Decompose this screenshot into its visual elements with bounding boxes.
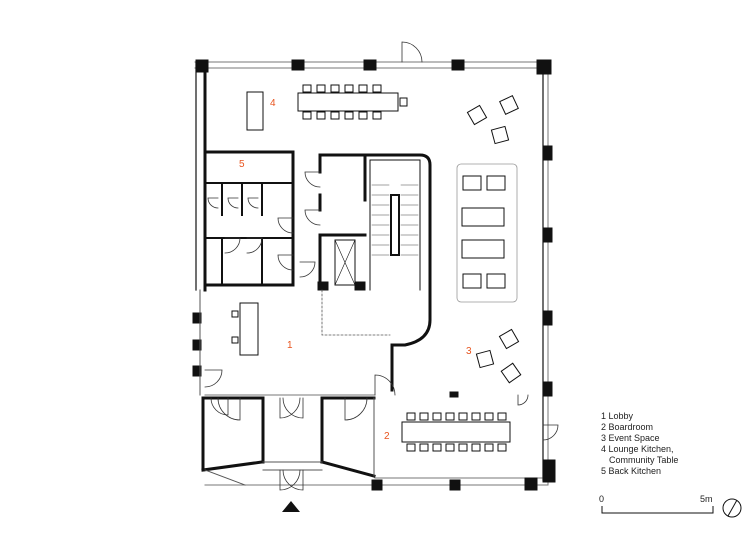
- room-label-boardroom: 2: [384, 431, 390, 442]
- scale-end-label: 5m: [700, 494, 713, 504]
- scale-bar: [601, 506, 714, 514]
- legend-item: 1 Lobby: [601, 411, 634, 421]
- north-arrow-icon: [722, 498, 742, 518]
- entrance-triangle-icon: [282, 501, 300, 512]
- legend-item: 4 Lounge Kitchen,: [601, 444, 674, 454]
- legend-item: 5 Back Kitchen: [601, 466, 662, 476]
- legend-item: Community Table: [609, 455, 679, 465]
- legend: 1 Lobby 2 Boardroom 3 Event Space 4 Loun…: [601, 411, 678, 477]
- legend-item: 3 Event Space: [601, 433, 660, 443]
- room-label-lounge-kitchen: 4: [270, 98, 276, 109]
- legend-item: 2 Boardroom: [601, 422, 654, 432]
- room-label-lobby: 1: [287, 340, 293, 351]
- room-label-back-kitchen: 5: [239, 159, 245, 170]
- room-label-event-space: 3: [466, 346, 472, 357]
- scale-start-label: 0: [599, 494, 605, 504]
